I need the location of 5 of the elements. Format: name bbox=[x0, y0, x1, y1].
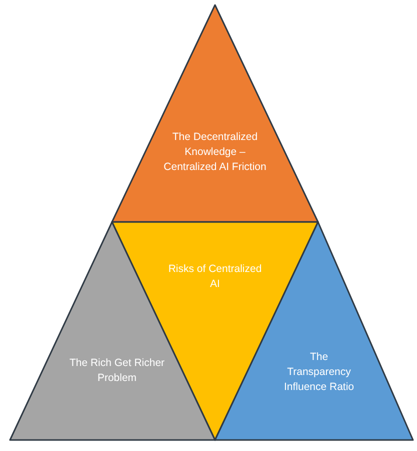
triangle-segment bbox=[112, 5, 318, 222]
segment-label: The Rich Get Richer Problem bbox=[68, 356, 166, 386]
segment-label: The Transparency Influence Ratio bbox=[282, 350, 356, 396]
segment-label: Risks of Centralized AI bbox=[167, 262, 263, 292]
segment-label: The Decentralized Knowledge – Centralized AI Friction bbox=[162, 130, 268, 176]
